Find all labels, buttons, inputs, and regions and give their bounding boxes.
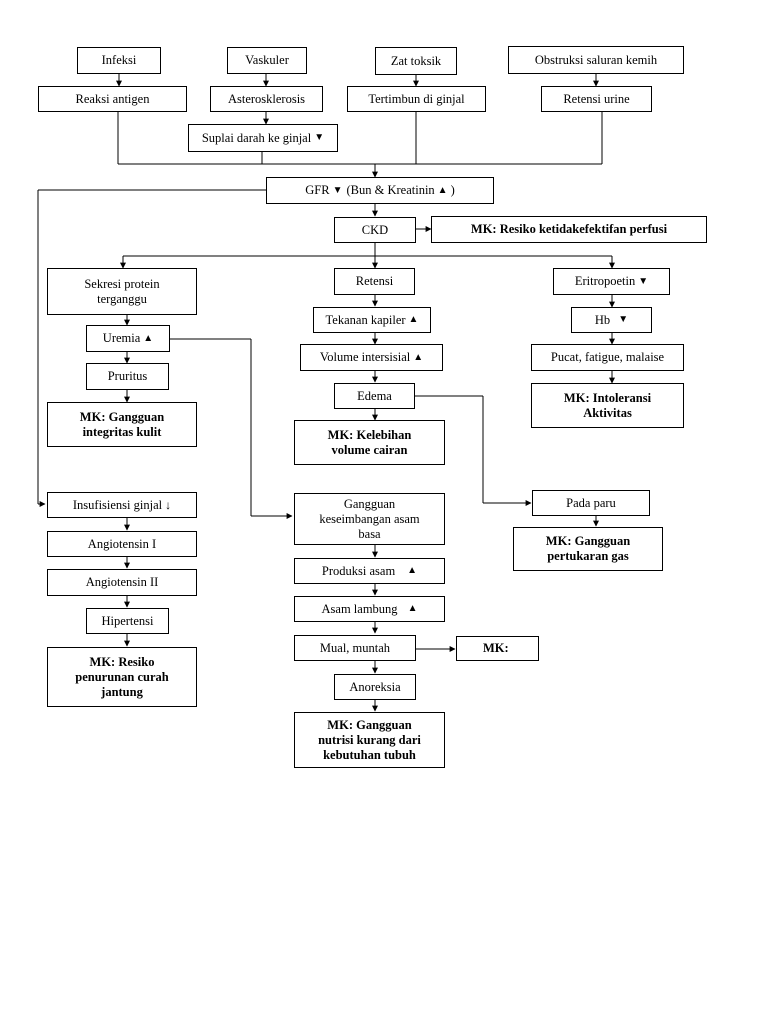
node-mk-blank-label: MK: (483, 641, 509, 655)
node-pucat-label: Pucat, fatigue, malaise (550, 350, 665, 364)
arrow-up-icon: ▲ (407, 565, 418, 576)
node-retensi-urine: Retensi urine (541, 86, 652, 112)
node-suplai-darah: Suplai darah ke ginjal▼ (188, 124, 338, 152)
node-anoreksia: Anoreksia (334, 674, 416, 700)
node-mual-muntah-label: Mual, muntah (319, 640, 391, 655)
node-reaksi-antigen-label: Reaksi antigen (75, 91, 150, 106)
node-mk-integritas-label: MK: Gangguan integritas kulit (79, 409, 165, 439)
node-mk-nutrisi: MK: Gangguan nutrisi kurang dari kebutuh… (294, 712, 445, 768)
node-mk-perfusi-label: MK: Resiko ketidakefektifan perfusi (470, 222, 668, 236)
node-gfr: GFR ▼ (Bun & Kreatinin ▲ ) (266, 177, 494, 204)
arrow-up-icon: ▲ (413, 351, 424, 363)
arrow-down-icon: ▼ (638, 275, 649, 287)
node-zat-toksik-label: Zat toksik (390, 53, 442, 68)
node-angiotensin-2-label: Angiotensin II (85, 575, 159, 589)
node-hb: Hb ▼ (571, 307, 652, 333)
node-pucat: Pucat, fatigue, malaise (531, 344, 684, 371)
arrow-down-icon: ▼ (332, 184, 343, 196)
node-mk-nutrisi-label: MK: Gangguan nutrisi kurang dari kebutuh… (318, 717, 421, 762)
arrow-up-icon: ▲ (407, 603, 418, 614)
node-insufisiensi: Insufisiensi ginjal↓ (47, 492, 197, 518)
node-hipertensi-label: Hipertensi (101, 613, 154, 628)
node-angiotensin-2: Angiotensin II (47, 569, 197, 596)
node-suplai-darah-label: Suplai darah ke ginjal (201, 130, 312, 145)
node-eritropoetin: Eritropoetin▼ (553, 268, 670, 295)
node-tekanan-kapiler-label: Tekanan kapiler (325, 312, 406, 327)
node-eritropoetin-label: Eritropoetin (574, 274, 636, 288)
node-pruritus: Pruritus (86, 363, 169, 390)
node-gangguan-asam-basa-label: Gangguan keseimbangan asam basa (319, 496, 420, 541)
node-mk-blank: MK: (456, 636, 539, 661)
node-edema: Edema (334, 383, 415, 409)
node-hb-label: Hb (594, 312, 611, 327)
arrow-up-icon: ▲ (408, 314, 419, 325)
node-ckd-label: CKD (361, 222, 389, 237)
node-reaksi-antigen: Reaksi antigen (38, 86, 187, 112)
node-anoreksia-label: Anoreksia (349, 679, 401, 694)
node-insufisiensi-label: Insufisiensi ginjal (72, 497, 163, 512)
node-mk-curah-jantung-label: MK: Resiko penurunan curah jantung (75, 654, 169, 699)
node-vaskuler-label: Vaskuler (245, 53, 289, 67)
node-obstruksi: Obstruksi saluran kemih (508, 46, 684, 74)
node-sekresi-protein: Sekresi protein terganggu (47, 268, 197, 315)
node-asam-lambung: Asam lambung ▲ (294, 596, 445, 622)
arrow-down-small-icon: ↓ (165, 498, 172, 512)
node-angiotensin-1-label: Angiotensin I (87, 536, 157, 551)
node-mk-pertukaran-gas-label: MK: Gangguan pertukaran gas (545, 534, 631, 563)
node-pada-paru-label: Pada paru (566, 495, 616, 510)
node-mk-kelebihan: MK: Kelebihan volume cairan (294, 420, 445, 465)
node-mk-pertukaran-gas: MK: Gangguan pertukaran gas (513, 527, 663, 571)
node-produksi-asam-label: Produksi asam (321, 563, 396, 578)
node-ckd: CKD (334, 217, 416, 243)
node-asterosklerosis: Asterosklerosis (210, 86, 323, 112)
node-obstruksi-label: Obstruksi saluran kemih (534, 52, 658, 67)
node-volume-intersisial-label: Volume intersisial (319, 350, 411, 364)
node-infeksi-label: Infeksi (101, 53, 137, 67)
node-edema-label: Edema (357, 388, 392, 403)
node-angiotensin-1: Angiotensin I (47, 531, 197, 557)
node-asam-lambung-label: Asam lambung (321, 601, 398, 616)
node-uremia: Uremia▲ (86, 325, 170, 352)
node-mk-intoleransi-label: MK: Intoleransi Aktivitas (563, 390, 652, 420)
node-mk-integritas: MK: Gangguan integritas kulit (47, 402, 197, 447)
node-asterosklerosis-label: Asterosklerosis (227, 91, 306, 106)
node-pada-paru: Pada paru (532, 490, 650, 516)
arrow-down-icon: ▼ (618, 314, 629, 325)
node-hipertensi: Hipertensi (86, 608, 169, 634)
node-gangguan-asam-basa: Gangguan keseimbangan asam basa (294, 493, 445, 545)
node-infeksi: Infeksi (77, 47, 161, 74)
node-zat-toksik: Zat toksik (375, 47, 457, 75)
node-volume-intersisial: Volume intersisial▲ (300, 344, 443, 371)
node-produksi-asam: Produksi asam ▲ (294, 558, 445, 584)
node-vaskuler: Vaskuler (227, 47, 307, 74)
node-gfr-close-label: ) (450, 183, 455, 197)
node-retensi-urine-label: Retensi urine (563, 91, 630, 106)
node-sekresi-protein-label: Sekresi protein terganggu (84, 276, 160, 306)
node-pruritus-label: Pruritus (107, 369, 148, 383)
node-retensi: Retensi (334, 268, 415, 295)
node-mual-muntah: Mual, muntah (294, 635, 416, 661)
node-tekanan-kapiler: Tekanan kapiler▲ (313, 307, 431, 333)
arrow-up-icon: ▲ (437, 184, 448, 196)
node-mk-perfusi: MK: Resiko ketidakefektifan perfusi (431, 216, 707, 243)
node-uremia-label: Uremia (102, 331, 141, 345)
node-gfr-label: GFR (305, 183, 330, 197)
node-gfr-bun-label: (Bun & Kreatinin (346, 183, 435, 197)
node-tertimbun-label: Tertimbun di ginjal (368, 91, 465, 106)
arrow-down-icon: ▼ (314, 132, 325, 143)
node-mk-intoleransi: MK: Intoleransi Aktivitas (531, 383, 684, 428)
arrow-up-icon: ▲ (143, 332, 154, 344)
node-mk-kelebihan-label: MK: Kelebihan volume cairan (327, 427, 412, 457)
node-retensi-label: Retensi (355, 274, 394, 288)
node-mk-curah-jantung: MK: Resiko penurunan curah jantung (47, 647, 197, 707)
node-tertimbun: Tertimbun di ginjal (347, 86, 486, 112)
